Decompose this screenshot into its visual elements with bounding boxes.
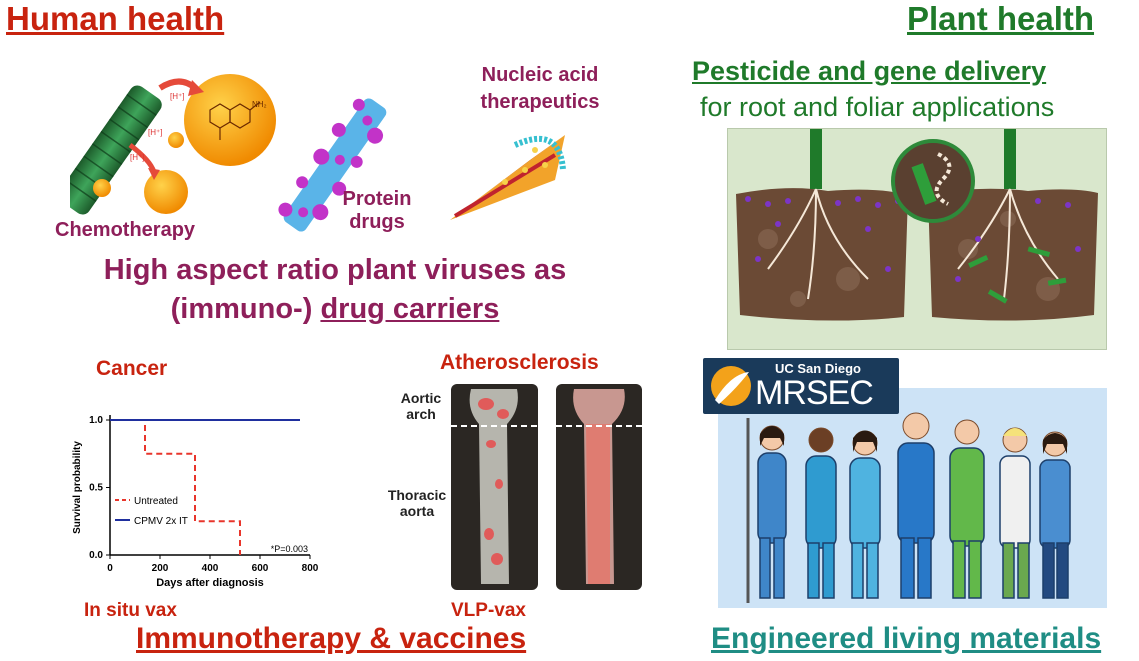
headline-prefix: (immuno-) [170,293,321,325]
mrsec-logo-main: MRSEC [755,374,874,412]
y-tick-label: 0.0 [89,550,103,561]
protein-drugs-label: Protein drugs [339,188,415,234]
aortic-arch-label: Aortic arch [398,390,444,422]
protein-drugs-illustration [250,80,420,250]
soil-root-illustration [727,128,1107,350]
atherosclerosis-label: Atherosclerosis [440,351,599,374]
mrsec-logo-icon [711,366,751,406]
proton-label: [H⁺] [130,153,145,162]
aortic-arch-line2: arch [406,406,436,422]
plant-health-title: Plant health [907,0,1095,37]
chemotherapy-label: Chemotherapy [55,219,196,241]
mrsec-logo: UC San Diego MRSEC [703,358,899,414]
p-value-annotation: *P=0.003 [271,544,308,554]
thoracic-aorta-line2: aorta [399,503,435,519]
x-tick-label: 600 [252,563,269,574]
headline-line2: (immuno-) drug carriers [0,293,670,326]
nh2-label: NH₂ [252,100,267,109]
nucleic-acid-label-line1: Nucleic acid [481,64,599,86]
immunotherapy-title: Immunotherapy & vaccines [136,622,527,655]
cancer-label: Cancer [96,357,168,380]
x-tick-label: 800 [302,563,319,574]
headline-line1: High aspect ratio plant viruses as [103,254,567,286]
thoracic-aorta-line1: Thoracic [387,487,447,503]
thoracic-aorta-label: Thoracic aorta [386,487,448,519]
y-axis-label: Survival probability [72,441,83,534]
legend-label: CPMV 2x IT [134,516,188,527]
protein-drugs-label-line1: Protein [342,188,412,210]
protein-drugs-label-line2: drugs [349,211,405,233]
proton-label: [H⁺] [148,128,163,137]
pesticide-subtitle: Pesticide and gene delivery [692,56,1047,86]
vlp-vax-label: VLP-vax [451,600,526,621]
x-tick-label: 200 [152,563,169,574]
x-axis-label: Days after diagnosis [156,577,264,589]
x-tick-label: 400 [202,563,219,574]
headline-underlined: drug carriers [320,293,500,325]
chemotherapy-illustration: [H⁺] [H⁺] [H⁺] NH₂ [70,70,280,240]
x-tick-label: 0 [107,563,113,574]
mrsec-team-illustration [718,388,1107,608]
nucleic-acid-illustration [445,120,570,230]
legend-label: Untreated [134,496,178,507]
human-health-title: Human health [6,0,225,37]
in-situ-vax-label: In situ vax [84,600,177,621]
nucleic-acid-label: Nucleic acid therapeutics [470,62,610,116]
aorta-image-2 [556,384,642,590]
pesticide-subtitle-line2: for root and foliar applications [700,92,1055,122]
series-line-0 [110,419,241,555]
y-tick-label: 1.0 [89,415,103,426]
aortic-arch-line1: Aortic [400,390,442,406]
aorta-image-1 [451,384,538,590]
proton-label: [H⁺] [170,92,185,101]
nucleic-acid-label-line2: therapeutics [480,91,600,113]
mrsec-logo-top: UC San Diego [775,361,861,376]
y-tick-label: 0.5 [89,483,103,494]
engineered-living-materials-title: Engineered living materials [711,622,1102,655]
